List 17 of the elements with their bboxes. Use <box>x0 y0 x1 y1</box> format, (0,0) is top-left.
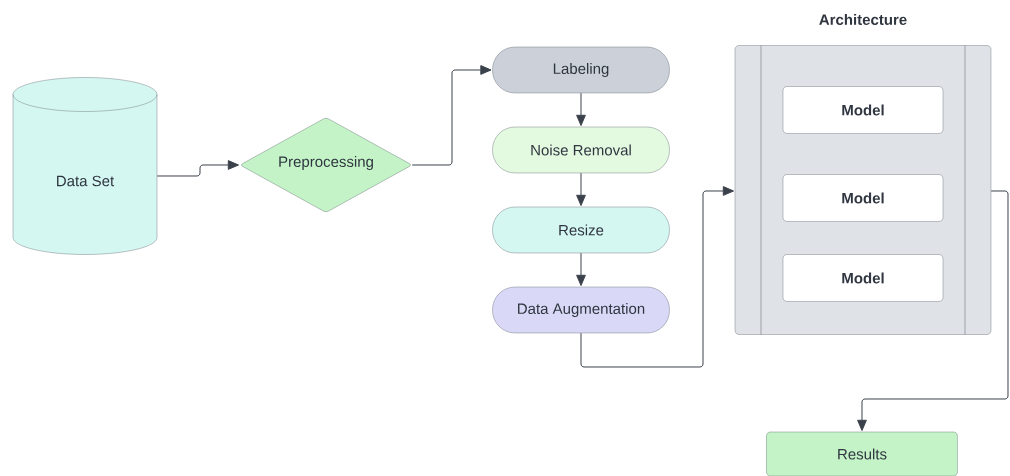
arrow <box>576 172 586 206</box>
heading: Architecture <box>819 14 907 25</box>
arrow <box>411 65 492 166</box>
model-box: Model <box>782 254 944 302</box>
process-pill: Labeling <box>492 46 670 94</box>
process-pill: Noise Removal <box>492 126 670 174</box>
process-pill: Data Augmentation <box>492 286 670 334</box>
model-box: Model <box>782 174 944 222</box>
arrow <box>576 252 586 286</box>
arrow <box>576 92 586 126</box>
arrow <box>156 160 239 177</box>
arrow <box>580 186 734 368</box>
model-box: Model <box>782 86 944 134</box>
database-cylinder: Data Set <box>12 77 158 255</box>
process-pill: Resize <box>492 206 670 254</box>
arrow <box>857 190 1009 431</box>
result-box: Results <box>766 431 958 476</box>
